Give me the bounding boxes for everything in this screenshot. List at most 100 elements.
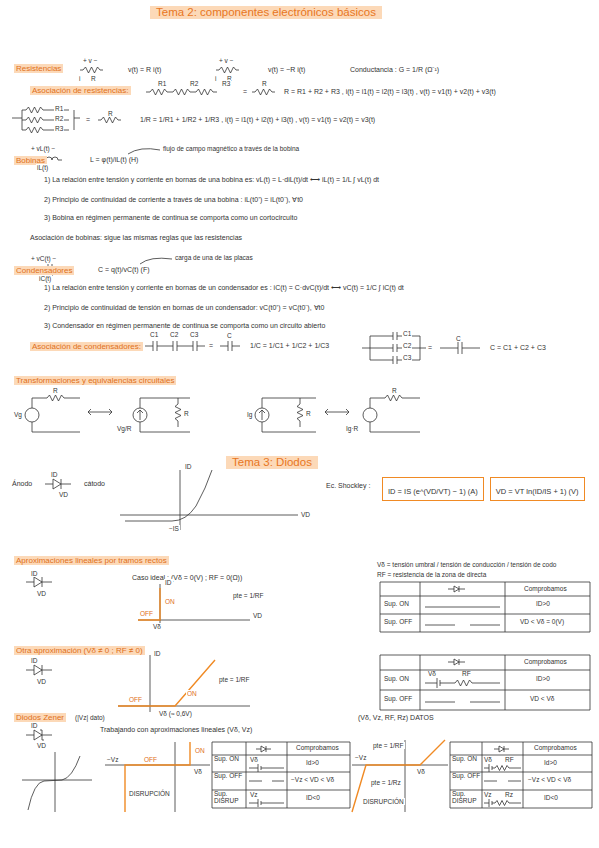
note-text: v(t) = R i(t): [128, 66, 161, 74]
table-cell: Sup. ON: [214, 756, 244, 763]
note-text: C2: [402, 342, 412, 349]
note-text: pte = 1/RF: [218, 676, 251, 683]
note-text: Ec. Shockley :: [326, 482, 370, 490]
circuit-stroke: [484, 799, 521, 807]
circuit-stroke: [380, 655, 590, 710]
circuit-stroke: [28, 756, 80, 810]
note-text: pte = 1/RF: [232, 592, 265, 599]
note-text: Ig·R: [345, 425, 359, 432]
table-cell: ID<0: [306, 795, 320, 802]
circuit-stroke: [352, 740, 445, 812]
source-symbol: [25, 408, 39, 422]
note-text: ID: [30, 722, 39, 729]
note-text: R1: [54, 105, 64, 112]
table-cell: Sup. ON: [384, 601, 409, 608]
table-cell: ID>0: [536, 676, 550, 683]
note-text: C2: [169, 331, 179, 338]
circuit-stroke: [450, 742, 592, 808]
circuit-stroke: [259, 398, 316, 432]
table-cell: Vz: [484, 792, 492, 799]
note-text: carga de una de las placas: [174, 254, 254, 261]
note-text: 1) La relación entre tensión y corriente…: [44, 284, 404, 292]
note-text: + vC(t) −: [30, 255, 57, 262]
note-text: −Vz: [106, 756, 119, 763]
note-text: Vδ (≈ 0,6V): [158, 710, 193, 717]
circuit-stroke: [484, 764, 521, 772]
table-cell: Rz: [505, 792, 513, 799]
note-text: Caso ideal : (Vδ = 0(V) ; RF = 0(Ω)): [132, 574, 242, 582]
note-text: Asociación de bobinas: sigue las mismas …: [30, 234, 242, 242]
circuit-stroke: [448, 586, 465, 592]
circuit-stroke: [125, 742, 190, 812]
circuit-stroke: [26, 665, 52, 675]
circuit-stroke: [252, 89, 275, 95]
circuit-stroke: [249, 764, 284, 772]
equation-box: VD = VT ln(ID/IS + 1) (V): [490, 477, 585, 501]
table-cell: Vδ: [484, 757, 492, 764]
note-text: R = R1 + R2 + R3 , i(t) = i1(t) = i2(t) …: [284, 88, 496, 96]
circuit-stroke: [88, 409, 112, 415]
section-heading: Condensadores: [14, 266, 74, 275]
circuit-stroke: [118, 655, 250, 712]
note-text: =: [209, 342, 213, 350]
note-text: R2: [54, 115, 64, 122]
table-cell: Sup. OFF: [214, 773, 244, 780]
note-text: R: [90, 75, 97, 82]
note-text: 1/C = 1/C1 + 1/C2 + 1/C3: [250, 342, 329, 350]
table-cell: RF: [462, 671, 471, 678]
table-cell: Vδ: [428, 671, 436, 678]
note-text: R: [183, 410, 190, 417]
note-text: VD: [36, 678, 47, 685]
note-text: =: [428, 344, 432, 352]
note-text: v(t) = −R i(t): [268, 66, 305, 74]
note-text: OFF: [143, 756, 158, 763]
circuit-stroke: [216, 67, 239, 73]
table-cell: ID>0: [536, 601, 550, 608]
circuit-stroke: [448, 659, 465, 665]
circuit-stroke: [425, 702, 500, 703]
circuit-stroke: [12, 110, 80, 130]
note-text: ID: [30, 570, 39, 577]
table-cell: Sup. DISRUP: [452, 791, 482, 805]
circuit-stroke: [105, 742, 210, 812]
note-text: 1) La relación entre tensión y corriente…: [44, 176, 379, 184]
note-text: =: [243, 88, 247, 96]
note-text: cátodo: [84, 480, 105, 488]
table-cell: VD < Vδ: [530, 696, 554, 703]
table-cell: Comprobamos: [296, 745, 339, 752]
note-text: 2) Principio de continuidad de corriente…: [44, 196, 303, 204]
circuit-stroke: [45, 479, 71, 489]
note-text: −Vz: [354, 754, 367, 761]
note-text: pte = 1/Rz: [370, 779, 402, 786]
circuit-stroke: [220, 341, 240, 351]
note-text: Conductancia : G = 1/R (Ω⁻¹): [350, 66, 439, 74]
table-cell: Sup. OFF: [384, 619, 412, 626]
note-text: 2) Principio de continuidad de tensión e…: [44, 304, 324, 312]
section-heading: Asociación de condensadores:: [30, 342, 143, 351]
note-text: Vδ: [152, 623, 162, 630]
note-text: ID: [184, 463, 193, 470]
note-text: 3) Bobina en régimen permanente de conti…: [44, 214, 297, 222]
note-text: DISRUPCIÓN: [128, 790, 171, 797]
note-text: C1: [402, 330, 412, 337]
note-text: =: [86, 116, 90, 124]
note-text: 3) Condensador en régimen permanente de …: [44, 322, 325, 330]
note-text: ID: [164, 579, 173, 586]
note-text: flujo de campo magnético a través de la …: [162, 145, 300, 152]
table-cell: Sup. ON: [452, 756, 482, 763]
circuit-stroke: [26, 730, 52, 740]
circuit-stroke: [370, 395, 420, 432]
section-heading: Aproximaciones lineales por tramos recto…: [14, 556, 169, 565]
note-text: VD: [58, 491, 69, 498]
table-cell: Comprobamos: [524, 659, 567, 666]
circuit-stroke: [325, 409, 349, 415]
note-text: R1: [157, 80, 167, 87]
note-text: RF = resistencia de la zona de directa: [376, 571, 487, 578]
note-text: DISRUPCIÓN: [362, 798, 405, 805]
note-text: 1/R = 1/R1 + 1/R2 + 1/R3 , i(t) = i1(t) …: [140, 116, 375, 124]
circuit-stroke: [138, 584, 250, 625]
table-cell: Id>0: [544, 760, 557, 767]
circuit-stroke: [425, 607, 500, 625]
note-text: VD: [300, 511, 311, 518]
